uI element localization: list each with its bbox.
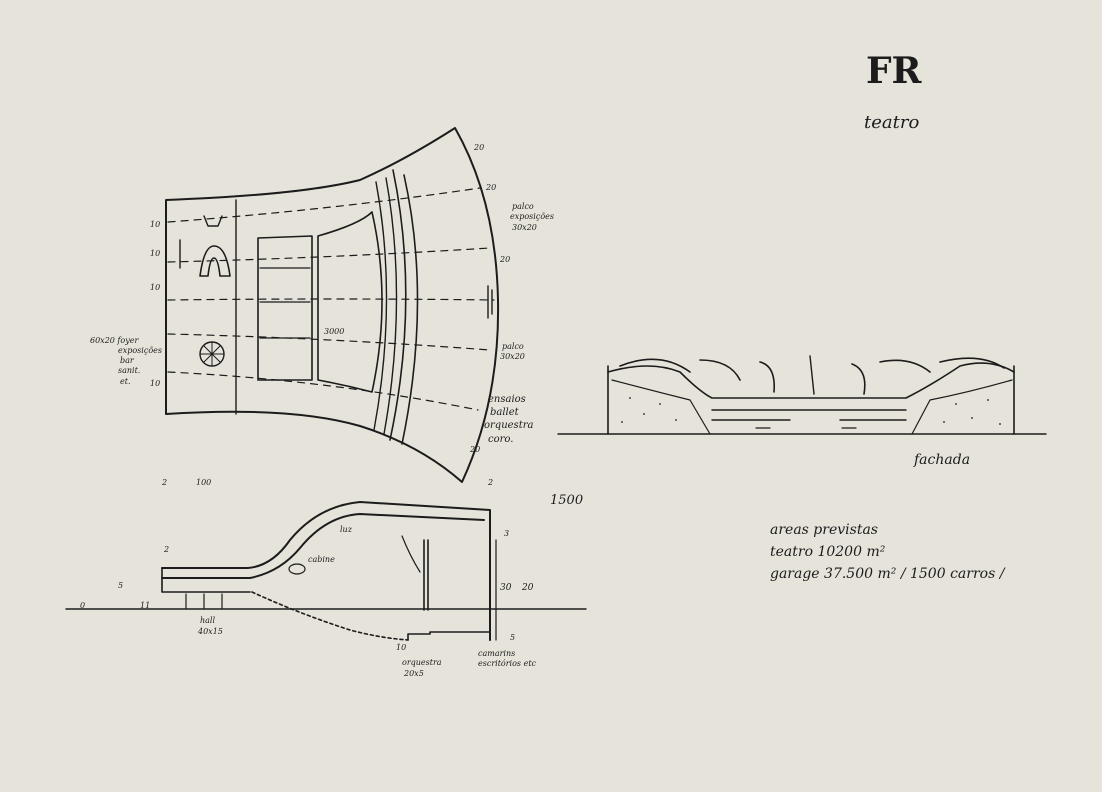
plan-dash-3 [167, 298, 495, 301]
plan-dim-left-2: 10 [150, 249, 160, 258]
plan-dash-4 [167, 333, 491, 351]
stage-label-line-2: exposições [510, 212, 554, 221]
section-top-dim-2: 100 [196, 478, 211, 487]
section-auditorium-rake [251, 591, 409, 641]
elevation-earth-banks [611, 379, 1013, 435]
palco-label-line-2: 30x20 [500, 352, 525, 361]
elevation-caption: fachada [913, 452, 970, 468]
notes-line-2: teatro 10200 m² [770, 544, 886, 560]
orchestra-label-line-2: 20x5 [403, 669, 424, 678]
section-stage-wall [423, 539, 429, 611]
plan-dim-right-2: 20 [485, 183, 496, 192]
section-stage-curve [401, 535, 421, 573]
foyer-label-line-1: 60x20 foyer [90, 336, 139, 345]
section-level-left-2: 5 [118, 581, 123, 590]
monogram: FR [866, 50, 923, 92]
notes-line-3: garage 37.500 m² / 1500 carros / [770, 566, 1006, 582]
cabine-label: cabine [308, 555, 335, 564]
plan-arc-1 [389, 169, 407, 441]
monogram-text: FR [866, 50, 923, 92]
plan-arc-4 [383, 177, 398, 435]
plan-stage-mark [487, 285, 493, 319]
dressing-label-line-2: escritórios etc [478, 659, 537, 668]
foyer-label-line-5: et. [120, 377, 131, 386]
plan-auditorium [317, 211, 383, 393]
stage-label-line-3: 30x20 [512, 223, 537, 232]
plan-dash-2 [167, 247, 491, 263]
stage-label-line-1: palco [512, 202, 534, 211]
plan-outline [165, 127, 500, 483]
plan-dim-left-1: 10 [150, 220, 160, 229]
palco-label-line-1: palco [502, 342, 524, 351]
hall-label-line-1: hall [200, 616, 215, 625]
plan-hall-block [257, 235, 313, 381]
notes-line-1: areas previstas [770, 522, 878, 538]
rehearsal-label-line-2: ballet [490, 407, 520, 418]
section-roof-outer [161, 501, 491, 641]
dressing-label-line-1: camarins [478, 649, 515, 658]
section-level-right-2: 30 [500, 583, 512, 593]
section-bottom-dim: 10 [396, 643, 406, 652]
plan-bench-mark [203, 215, 223, 227]
section-hall-columns [185, 593, 223, 609]
section-top-dim-1: 2 [161, 478, 167, 487]
plan-horseshoe-stair [199, 245, 231, 277]
section-level-right-3: 20 [521, 583, 534, 593]
section-width-label: 1500 [550, 493, 583, 508]
plan-dim-right-1: 20 [473, 143, 484, 152]
section-drawing: 2 100 2 1500 3 30 20 5 2 5 0 11 hall 40x… [65, 478, 587, 678]
elevation-base-lines [711, 409, 907, 421]
section-cabine-mark [288, 563, 306, 575]
section-foyer-box [161, 567, 251, 593]
foyer-label-line-4: sanit. [118, 366, 140, 375]
section-level-left-3: 0 [80, 601, 85, 610]
plan-dash-5 [167, 371, 479, 411]
plan-hall-divisions [259, 267, 311, 339]
rehearsal-label-line-1: ensaios [488, 394, 526, 405]
plan-drawing: 10 10 10 10 20 20 20 20 3000 60x20 foyer… [90, 127, 554, 483]
plan-dim-right-4: 20 [469, 445, 480, 454]
section-top-dim-3: 2 [487, 478, 493, 487]
section-level-right-4: 5 [510, 633, 515, 642]
rehearsal-label-line-3: orquestra [484, 420, 533, 431]
section-orchestra-pit [407, 631, 491, 641]
section-level-left-4: 11 [140, 601, 150, 610]
section-level-right-1: 3 [504, 529, 509, 538]
plan-dim-right-3: 20 [499, 255, 510, 264]
rehearsal-label-line-4: coro. [488, 434, 513, 445]
area-notes: areas previstas teatro 10200 m² garage 3… [770, 522, 1006, 582]
elevation-roof-profile [607, 362, 1015, 399]
section-roof-inner [161, 513, 485, 579]
plan-spiral-stair-steps [199, 341, 225, 367]
elevation-mast [809, 355, 815, 395]
elevation-end-walls [607, 365, 1015, 435]
section-level-left-1: 2 [163, 545, 169, 554]
foyer-label-line-2: exposições [118, 346, 162, 355]
plan-dim-left-3: 10 [150, 283, 160, 292]
plan-dim-left-4: 10 [150, 379, 160, 388]
elevation-roof-waves [619, 357, 1005, 395]
luz-label: luz [340, 525, 353, 534]
elevation-stipple [621, 397, 1001, 425]
foyer-label-line-3: bar [120, 356, 135, 365]
elevation-drawing: fachada [557, 355, 1047, 468]
plan-arc-2 [401, 174, 419, 445]
orchestra-label-line-1: orquestra [402, 658, 442, 667]
plan-arc-3 [373, 181, 388, 431]
hall-label-line-2: 40x15 [197, 627, 223, 636]
plan-dash-1 [167, 187, 481, 223]
plan-scale-mark: 3000 [324, 327, 344, 336]
sheet-title: teatro [864, 112, 919, 133]
